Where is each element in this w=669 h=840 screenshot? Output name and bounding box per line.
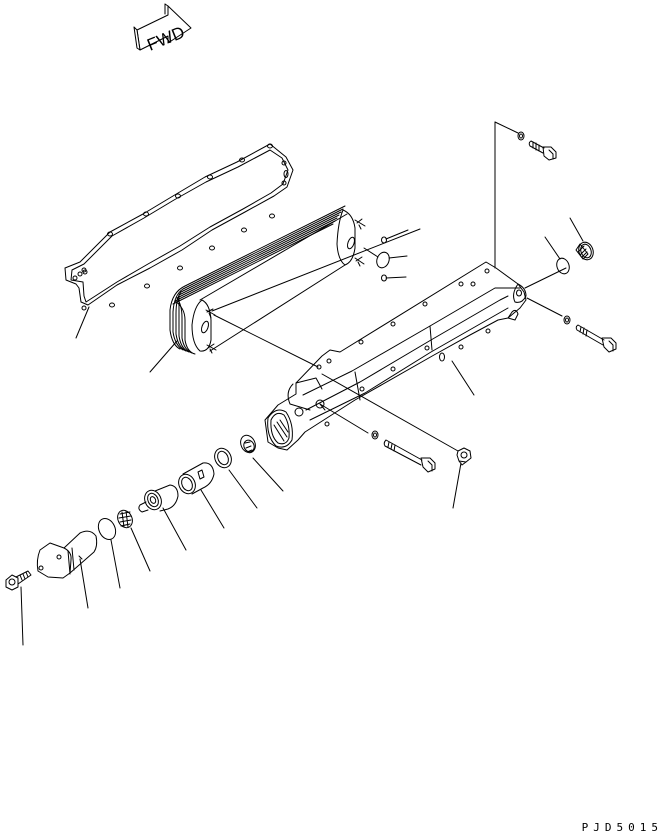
drawing-code: PJD5015 <box>581 821 663 834</box>
bolt-right <box>564 316 616 352</box>
assembly-lines <box>212 122 566 451</box>
forward-arrow-icon: FWD <box>134 4 191 55</box>
plug-leader <box>570 218 583 241</box>
valve-seat-1 <box>238 433 283 491</box>
bolt-center <box>372 431 435 472</box>
valve-seat-2-leader <box>229 470 257 508</box>
cover-bolt-holes <box>325 269 490 426</box>
nut-leader <box>453 463 461 508</box>
plug-o-ring-leader <box>545 237 560 259</box>
valve-cap <box>37 531 96 608</box>
valve-cap-leader <box>80 559 88 608</box>
valve-leader <box>163 508 186 550</box>
cover-leader <box>452 361 474 395</box>
cooler-element-leader <box>150 341 177 372</box>
valve-seat-1-leader <box>253 458 283 491</box>
bolt-top <box>518 132 556 160</box>
sleeve <box>176 463 224 528</box>
gasket-leader <box>76 307 89 338</box>
spring <box>115 508 150 571</box>
valve <box>139 485 186 550</box>
cooler-o-rings <box>364 230 408 281</box>
gasket <box>65 144 293 338</box>
valve-seat-2 <box>212 446 257 508</box>
plug-o-ring <box>545 237 571 276</box>
spring-leader <box>131 528 150 571</box>
bolt-cap <box>6 571 31 645</box>
plug <box>570 218 596 262</box>
bolt-cap-leader <box>21 587 23 645</box>
nut <box>453 448 471 508</box>
sleeve-leader <box>201 490 224 528</box>
o-ring-cap <box>95 516 120 588</box>
cooler-element <box>150 206 365 372</box>
cooler-cover-body <box>265 262 526 450</box>
o-ring-cap-leader <box>111 540 120 588</box>
